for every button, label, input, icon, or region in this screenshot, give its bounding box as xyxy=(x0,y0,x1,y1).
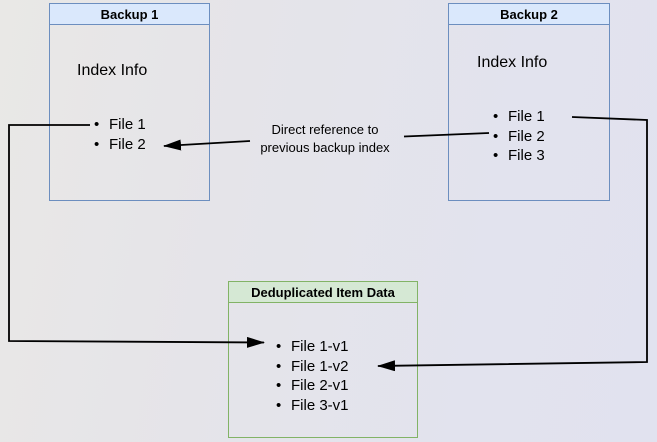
list-item: File 3 xyxy=(493,146,545,166)
backup2-box: Backup 2 Index Info File 1 File 2 File 3 xyxy=(448,3,610,201)
annotation-line2: previous backup index xyxy=(260,140,390,155)
annotation-line1: Direct reference to xyxy=(271,122,379,137)
backup2-subtitle: Index Info xyxy=(477,54,548,71)
backup1-file-list: File 1 File 2 xyxy=(94,115,146,155)
list-item: File 2-v1 xyxy=(276,376,349,396)
file-label: File 3-v1 xyxy=(291,396,349,414)
list-item: File 1 xyxy=(94,115,146,135)
list-item: File 2 xyxy=(94,135,146,155)
list-item: File 1-v1 xyxy=(276,337,349,357)
file-label: File 1 xyxy=(508,108,545,125)
list-item: File 1-v2 xyxy=(276,357,349,377)
list-item: File 3-v1 xyxy=(276,396,349,416)
file-label: File 1-v1 xyxy=(291,338,349,355)
list-item: File 2 xyxy=(493,127,545,147)
file-label: File 1-v2 xyxy=(291,357,349,375)
file-label: File 3 xyxy=(508,147,545,164)
file-label: File 1 xyxy=(109,116,146,133)
dedup-title: Deduplicated Item Data xyxy=(229,282,417,303)
backup2-file-list: File 1 File 2 File 3 xyxy=(493,107,545,166)
backup1-subtitle: Index Info xyxy=(77,62,148,79)
file-label: File 2 xyxy=(109,136,146,153)
backup2-title: Backup 2 xyxy=(449,4,609,25)
file-label: File 2 xyxy=(508,127,545,145)
backup1-title: Backup 1 xyxy=(50,4,209,25)
list-item: File 1 xyxy=(493,107,545,127)
dedup-file-list: File 1-v1 File 1-v2 File 2-v1 File 3-v1 xyxy=(276,337,349,415)
deduplicated-item-data-box: Deduplicated Item Data File 1-v1 File 1-… xyxy=(228,281,418,438)
file-label: File 2-v1 xyxy=(291,377,349,394)
backup1-box: Backup 1 Index Info File 1 File 2 xyxy=(49,3,210,201)
direct-reference-annotation: Direct reference to previous backup inde… xyxy=(234,121,416,157)
